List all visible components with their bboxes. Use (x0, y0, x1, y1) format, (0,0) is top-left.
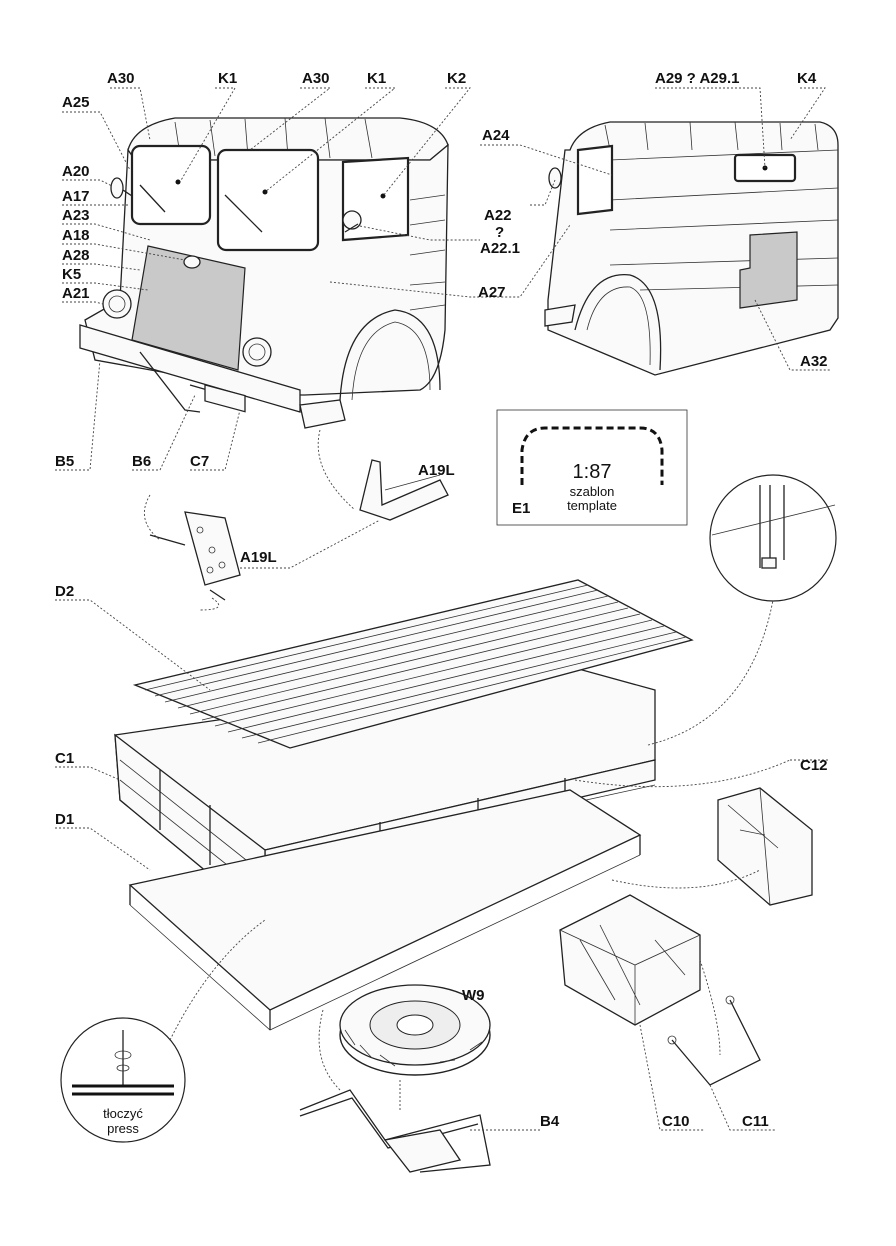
label-a29: A29 ? A29.1 (655, 70, 740, 87)
template-text-en: template (567, 498, 617, 513)
label-a19l-bottom: A19L (240, 549, 277, 566)
label-d1: D1 (55, 811, 74, 828)
label-b5: B5 (55, 453, 74, 470)
can-rack (559, 894, 701, 1026)
label-k1-left: K1 (218, 70, 237, 87)
label-c10: C10 (662, 1113, 690, 1130)
press-text-en: press (107, 1121, 139, 1136)
template-text-pl: szablon (570, 484, 615, 499)
label-c12: C12 (800, 757, 828, 774)
label-a17: A17 (62, 188, 90, 205)
label-a19l-top: A19L (418, 462, 455, 479)
label-k4: K4 (797, 70, 817, 87)
label-a23: A23 (62, 207, 90, 224)
label-k5: K5 (62, 266, 81, 283)
label-k1-mid: K1 (367, 70, 386, 87)
label-a21: A21 (62, 285, 90, 302)
rear-cab (544, 121, 839, 376)
label-a30-mid: A30 (302, 70, 330, 87)
label-a22-1: A22.1 (480, 240, 520, 257)
jerry-can (717, 787, 813, 906)
leader-lines (55, 87, 830, 1131)
label-a32: A32 (800, 353, 828, 370)
label-e1: E1 (512, 500, 530, 517)
front-cab (79, 117, 449, 429)
chassis-frame (128, 789, 642, 1031)
label-a18: A18 (62, 227, 90, 244)
label-k2: K2 (447, 70, 466, 87)
press-text-pl: tłoczyć (103, 1106, 143, 1121)
label-w9: W9 (462, 987, 485, 1004)
label-a25: A25 (62, 94, 90, 111)
step-parts (149, 459, 449, 601)
label-a22: A22 (484, 207, 512, 224)
label-a20: A20 (62, 163, 90, 180)
label-b6: B6 (132, 453, 151, 470)
label-a28: A28 (62, 247, 90, 264)
label-a27: A27 (478, 284, 506, 301)
strap (667, 995, 761, 1086)
label-b4: B4 (540, 1113, 560, 1130)
press-detail-circle: tłoczyć press (60, 1017, 186, 1143)
label-c11: C11 (742, 1113, 769, 1130)
label-d2: D2 (55, 583, 74, 600)
floor-planks (132, 579, 694, 749)
template-scale: 1:87 (573, 461, 612, 483)
wheel-carrier (299, 1089, 491, 1173)
part-labels: A30 K1 A30 K1 K2 A25 A20 A17 A23 A18 A28… (55, 70, 828, 1130)
template-box: 1:87 szablon template E1 (496, 409, 688, 526)
label-a24: A24 (482, 127, 510, 144)
hinge-detail-circle (709, 474, 837, 602)
label-c7: C7 (190, 453, 209, 470)
label-a30-left: A30 (107, 70, 135, 87)
label-c1: C1 (55, 750, 74, 767)
spare-wheel (339, 984, 491, 1076)
label-a22-question: ? (495, 224, 504, 241)
